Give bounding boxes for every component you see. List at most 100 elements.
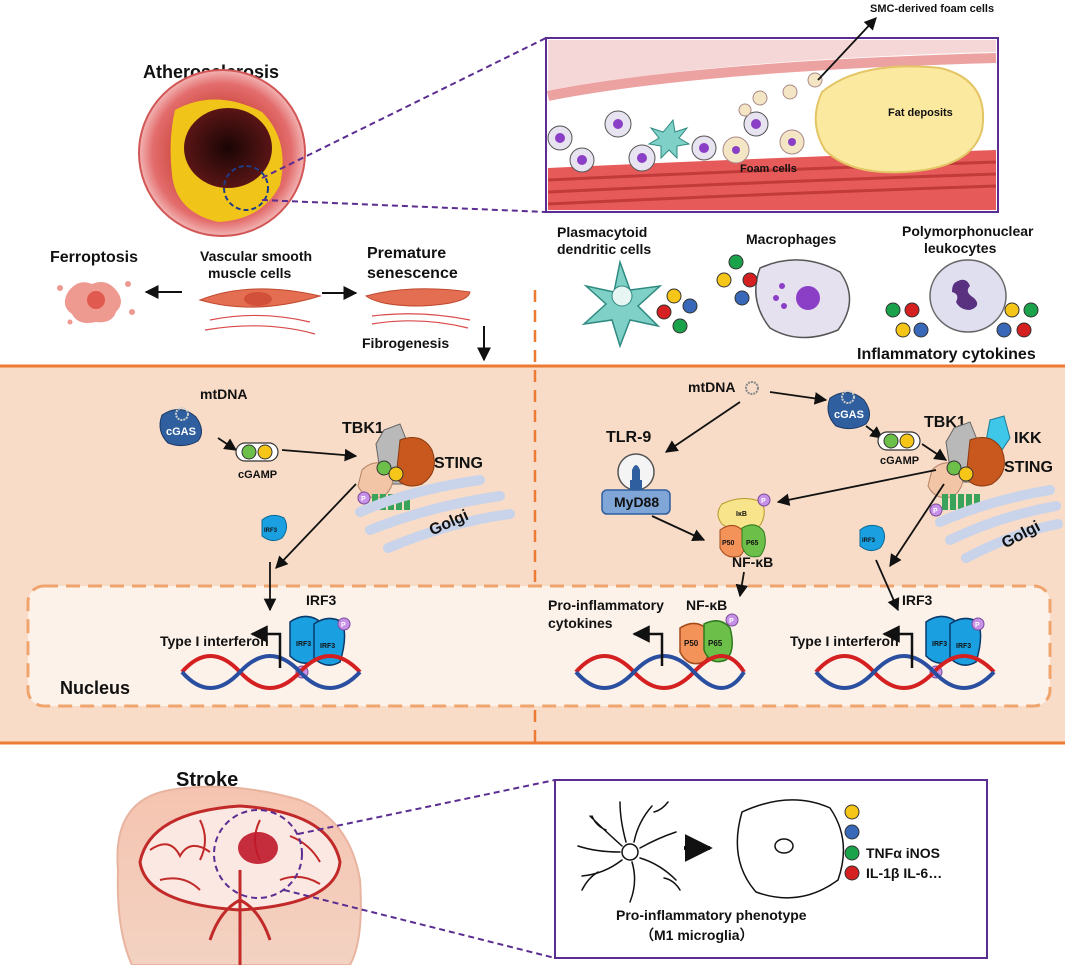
smc-foam-cells-label: SMC-derived foam cells (870, 3, 994, 15)
pmn-label-line2: leukocytes (924, 240, 997, 256)
right-irf3-small: IRF3 (859, 524, 886, 552)
left-sting-p: P (361, 496, 366, 503)
macrophage-cytokines (716, 254, 758, 306)
senescent-cell (364, 288, 471, 329)
amoeboid-microglia (736, 799, 845, 899)
pdc-label-line2: dendritic cells (557, 241, 651, 257)
right-sting-p: P (933, 508, 938, 515)
left-cgas-label: cGAS (166, 426, 196, 438)
right-irf3-p1: P (975, 622, 980, 629)
pmn-cytokines (885, 302, 1039, 338)
right-tlr9-receptor (617, 453, 655, 491)
phenotype-label-line1: Pro-inflammatory phenotype (616, 907, 807, 923)
fat-deposits-label: Fat deposits (888, 107, 953, 119)
right-irf3-transcription-arrow (882, 625, 914, 668)
ramified-microglia (577, 801, 681, 903)
left-type1-ifn-label: Type I interferon (160, 633, 269, 649)
right-nfkb-nuclear-label: NF-κB (686, 597, 727, 613)
right-nfkb-p: P (729, 618, 734, 625)
pmn-label-line1: Polymorphonuclear (902, 223, 1034, 239)
right-arrow-myd88-nfkb (651, 515, 706, 541)
left-irf3-small-label: IRF3 (264, 528, 278, 534)
right-nfkb-dimer: P50 P65 P (679, 613, 739, 665)
right-irf3-label: IRF3 (902, 592, 933, 608)
right-arrow-mtdna-tlr9 (664, 401, 741, 453)
vessel-cross-section (138, 69, 306, 237)
left-irf3-label: IRF3 (306, 592, 337, 608)
dendritic-cell-small (647, 118, 691, 160)
left-arrow-cgas-cgamp (217, 437, 238, 451)
right-myd88-label: MyD88 (614, 494, 659, 510)
left-irf3-b: IRF3 (320, 643, 335, 650)
left-sting-complex: P (357, 423, 435, 510)
ferroptosis-cell (57, 281, 135, 325)
stroke-zoom-line-top (297, 779, 556, 835)
right-arrow-sting-nfkb (776, 469, 937, 506)
brain-zoom-circle (213, 809, 303, 899)
left-cgamp-label: cGAMP (238, 469, 277, 481)
nucleus-label: Nucleus (60, 678, 130, 698)
left-irf3-small: IRF3 (261, 514, 288, 542)
right-nfkb-transcription-arrow (632, 625, 664, 666)
right-tlr9-label: TLR-9 (606, 429, 651, 446)
left-tbk1-label: TBK1 (342, 420, 384, 437)
stroke-cytokines-line2: IL-1β IL-6… (866, 865, 942, 881)
fibrogenesis-label: Fibrogenesis (362, 335, 449, 351)
left-golgi (355, 475, 515, 553)
left-dna (180, 654, 362, 690)
right-nfkb-label: NF-κB (732, 554, 773, 570)
pro-inflam-label-line1: Pro-inflammatory (548, 597, 664, 613)
ferroptosis-label: Ferroptosis (50, 249, 138, 266)
right-irf3-small-label: IRF3 (862, 538, 876, 544)
right-p65-label: P65 (746, 540, 759, 547)
right-golgi (935, 485, 1063, 563)
left-arrow-sting-irf3 (275, 483, 357, 569)
right-cgamp (877, 431, 921, 451)
left-mtdna-label: mtDNA (200, 386, 247, 402)
left-irf3-a: IRF3 (296, 641, 311, 648)
macrophage-cell (755, 259, 851, 339)
smc-foam-arrow (817, 17, 877, 81)
right-dna-nfkb (574, 654, 746, 690)
stroke-cytokines-line1: TNFα iNOS (866, 845, 940, 861)
left-arrow-cgamp-sting (281, 448, 358, 462)
phenotype-label-line2: （M1 microglia） (640, 927, 754, 943)
left-transcription-arrow (250, 625, 282, 668)
stroke-title: Stroke (176, 769, 238, 791)
right-irf3-a: IRF3 (932, 641, 947, 648)
pro-inflam-label-line2: cytokines (548, 615, 613, 631)
monocyte-cells (547, 110, 769, 173)
pdc-label-line1: Plasmacytoid (557, 224, 647, 240)
foam-cells-label: Foam cells (740, 163, 797, 175)
stroke-zoom-line-bottom (283, 889, 556, 959)
right-ikk-label: IKK (1014, 430, 1042, 447)
left-cgas: cGAS (159, 407, 202, 447)
right-cgas: cGAS (827, 390, 870, 430)
foam-cells (722, 72, 823, 164)
zoom-circle (223, 165, 269, 211)
right-sting-label: STING (1004, 459, 1053, 476)
right-arrow-mtdna-cgas (769, 391, 828, 405)
right-mtdna-icon (745, 381, 759, 395)
right-arrow-nfkb-nucleus (735, 571, 749, 598)
right-sting-complex: P (927, 415, 1011, 517)
macrophages-label: Macrophages (746, 231, 836, 247)
left-sting-label: STING (434, 455, 483, 472)
right-cgas-label: cGAS (834, 409, 864, 421)
right-arrow-cgamp-sting (921, 443, 948, 461)
premature-label-line2: senescence (367, 265, 458, 282)
stroke-cytokines (844, 804, 860, 881)
right-mtdna-label: mtDNA (688, 379, 735, 395)
brain-illustration (116, 785, 362, 965)
left-irf3-p1: P (341, 622, 346, 629)
nucleus-box (26, 584, 1052, 708)
vessel-detail-box: Fat deposits Foam cells (545, 37, 999, 213)
zoom-line-top (261, 37, 547, 179)
right-arrow-sting-irf3 (889, 483, 945, 568)
zoom-line-bottom (261, 199, 547, 213)
right-irf3-b: IRF3 (956, 643, 971, 650)
right-cgamp-label: cGAMP (880, 455, 919, 467)
vsmc-label-line2: muscle cells (208, 265, 291, 281)
